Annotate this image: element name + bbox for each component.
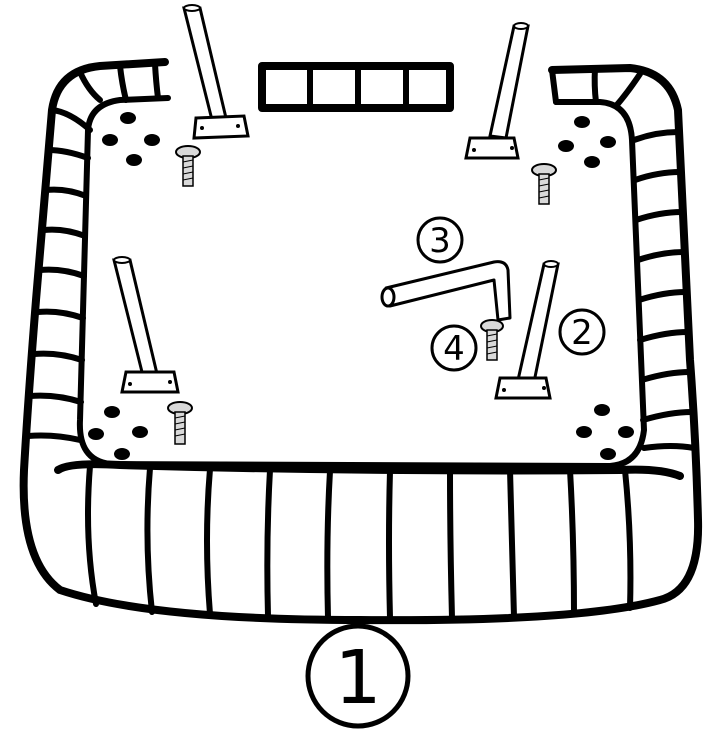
bolt-top-right — [532, 164, 556, 204]
corner-nut-pattern-top-left — [102, 112, 160, 166]
bolt-bottom-left — [168, 402, 192, 444]
corner-nut-pattern-top-right — [558, 116, 616, 168]
callout-3: 3 — [418, 218, 462, 262]
callout-1-label: 1 — [334, 635, 381, 721]
corner-nut-pattern-bottom-right — [576, 404, 634, 460]
callout-4-label: 4 — [443, 329, 465, 369]
leg-bottom-left — [114, 257, 178, 392]
hex-key — [382, 262, 510, 320]
callout-3-label: 3 — [429, 221, 451, 261]
corner-nut-pattern-bottom-left — [88, 406, 148, 460]
bolt-top-left — [176, 146, 200, 186]
leg-top-right — [466, 23, 528, 158]
callout-2-label: 2 — [571, 313, 593, 353]
callout-2: 2 — [560, 310, 604, 354]
bolt-callout-4 — [481, 320, 503, 360]
leg-top-left — [184, 5, 248, 138]
front-roll-ribs — [88, 466, 630, 618]
callout-1: 1 — [308, 626, 408, 726]
callout-4: 4 — [432, 326, 476, 370]
